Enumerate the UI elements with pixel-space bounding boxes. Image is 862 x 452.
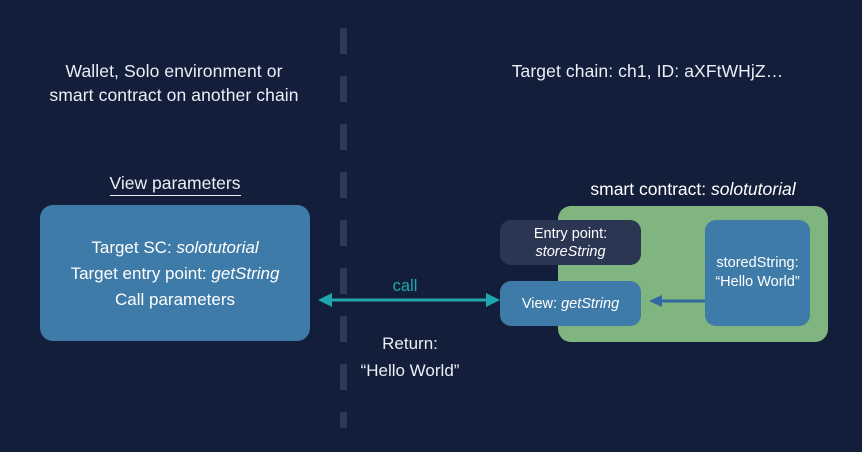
target-entry-point-line: Target entry point: getString [71, 261, 280, 286]
view-function-value: getString [561, 295, 620, 312]
stored-string-line-2: “Hello World” [715, 274, 800, 290]
target-entry-point-label: Target entry point: [70, 263, 212, 283]
view-parameters-label-text: View parameters [109, 173, 241, 196]
stored-string-line-1: storedString: [716, 255, 799, 271]
target-sc-value: solotutorial [176, 237, 259, 257]
view-parameters-label: View parameters [40, 172, 310, 196]
view-function-line: View: getString [522, 295, 619, 313]
smart-contract-label-value: solotutorial [710, 179, 796, 199]
view-parameters-box: Target SC: solotutorial Target entry poi… [40, 205, 310, 341]
left-column-header: Wallet, Solo environment or smart contra… [18, 59, 330, 107]
target-sc-label: Target SC: [91, 237, 177, 257]
left-header-line-1: Wallet, Solo environment or [65, 61, 283, 81]
smart-contract-label: smart contract: solotutorial [558, 178, 828, 200]
return-label: Return: “Hello World” [330, 330, 490, 384]
target-entry-point-value: getString [211, 263, 280, 283]
chain-boundary-divider [340, 28, 347, 428]
view-function-box: View: getString [500, 281, 641, 326]
entry-point-line-2: storeString [535, 243, 606, 260]
stored-string-box: storedString: “Hello World” [705, 220, 810, 326]
view-function-label: View: [521, 295, 562, 312]
left-arrow-icon [649, 295, 709, 307]
return-line-2: “Hello World” [360, 361, 460, 380]
right-column-header: Target chain: ch1, ID: aXFtWHjZ… [511, 61, 784, 81]
entry-point-line-1: Entry point: [533, 225, 608, 242]
target-sc-line: Target SC: solotutorial [91, 235, 258, 260]
call-parameters-line: Call parameters [115, 289, 235, 309]
double-headed-arrow-icon [318, 293, 500, 307]
entry-point-box: Entry point: storeString [500, 220, 641, 265]
left-header-line-2: smart contract on another chain [49, 85, 299, 105]
call-label: call [392, 277, 418, 295]
smart-contract-label-prefix: smart contract: [590, 179, 711, 199]
return-line-1: Return: [382, 334, 438, 353]
